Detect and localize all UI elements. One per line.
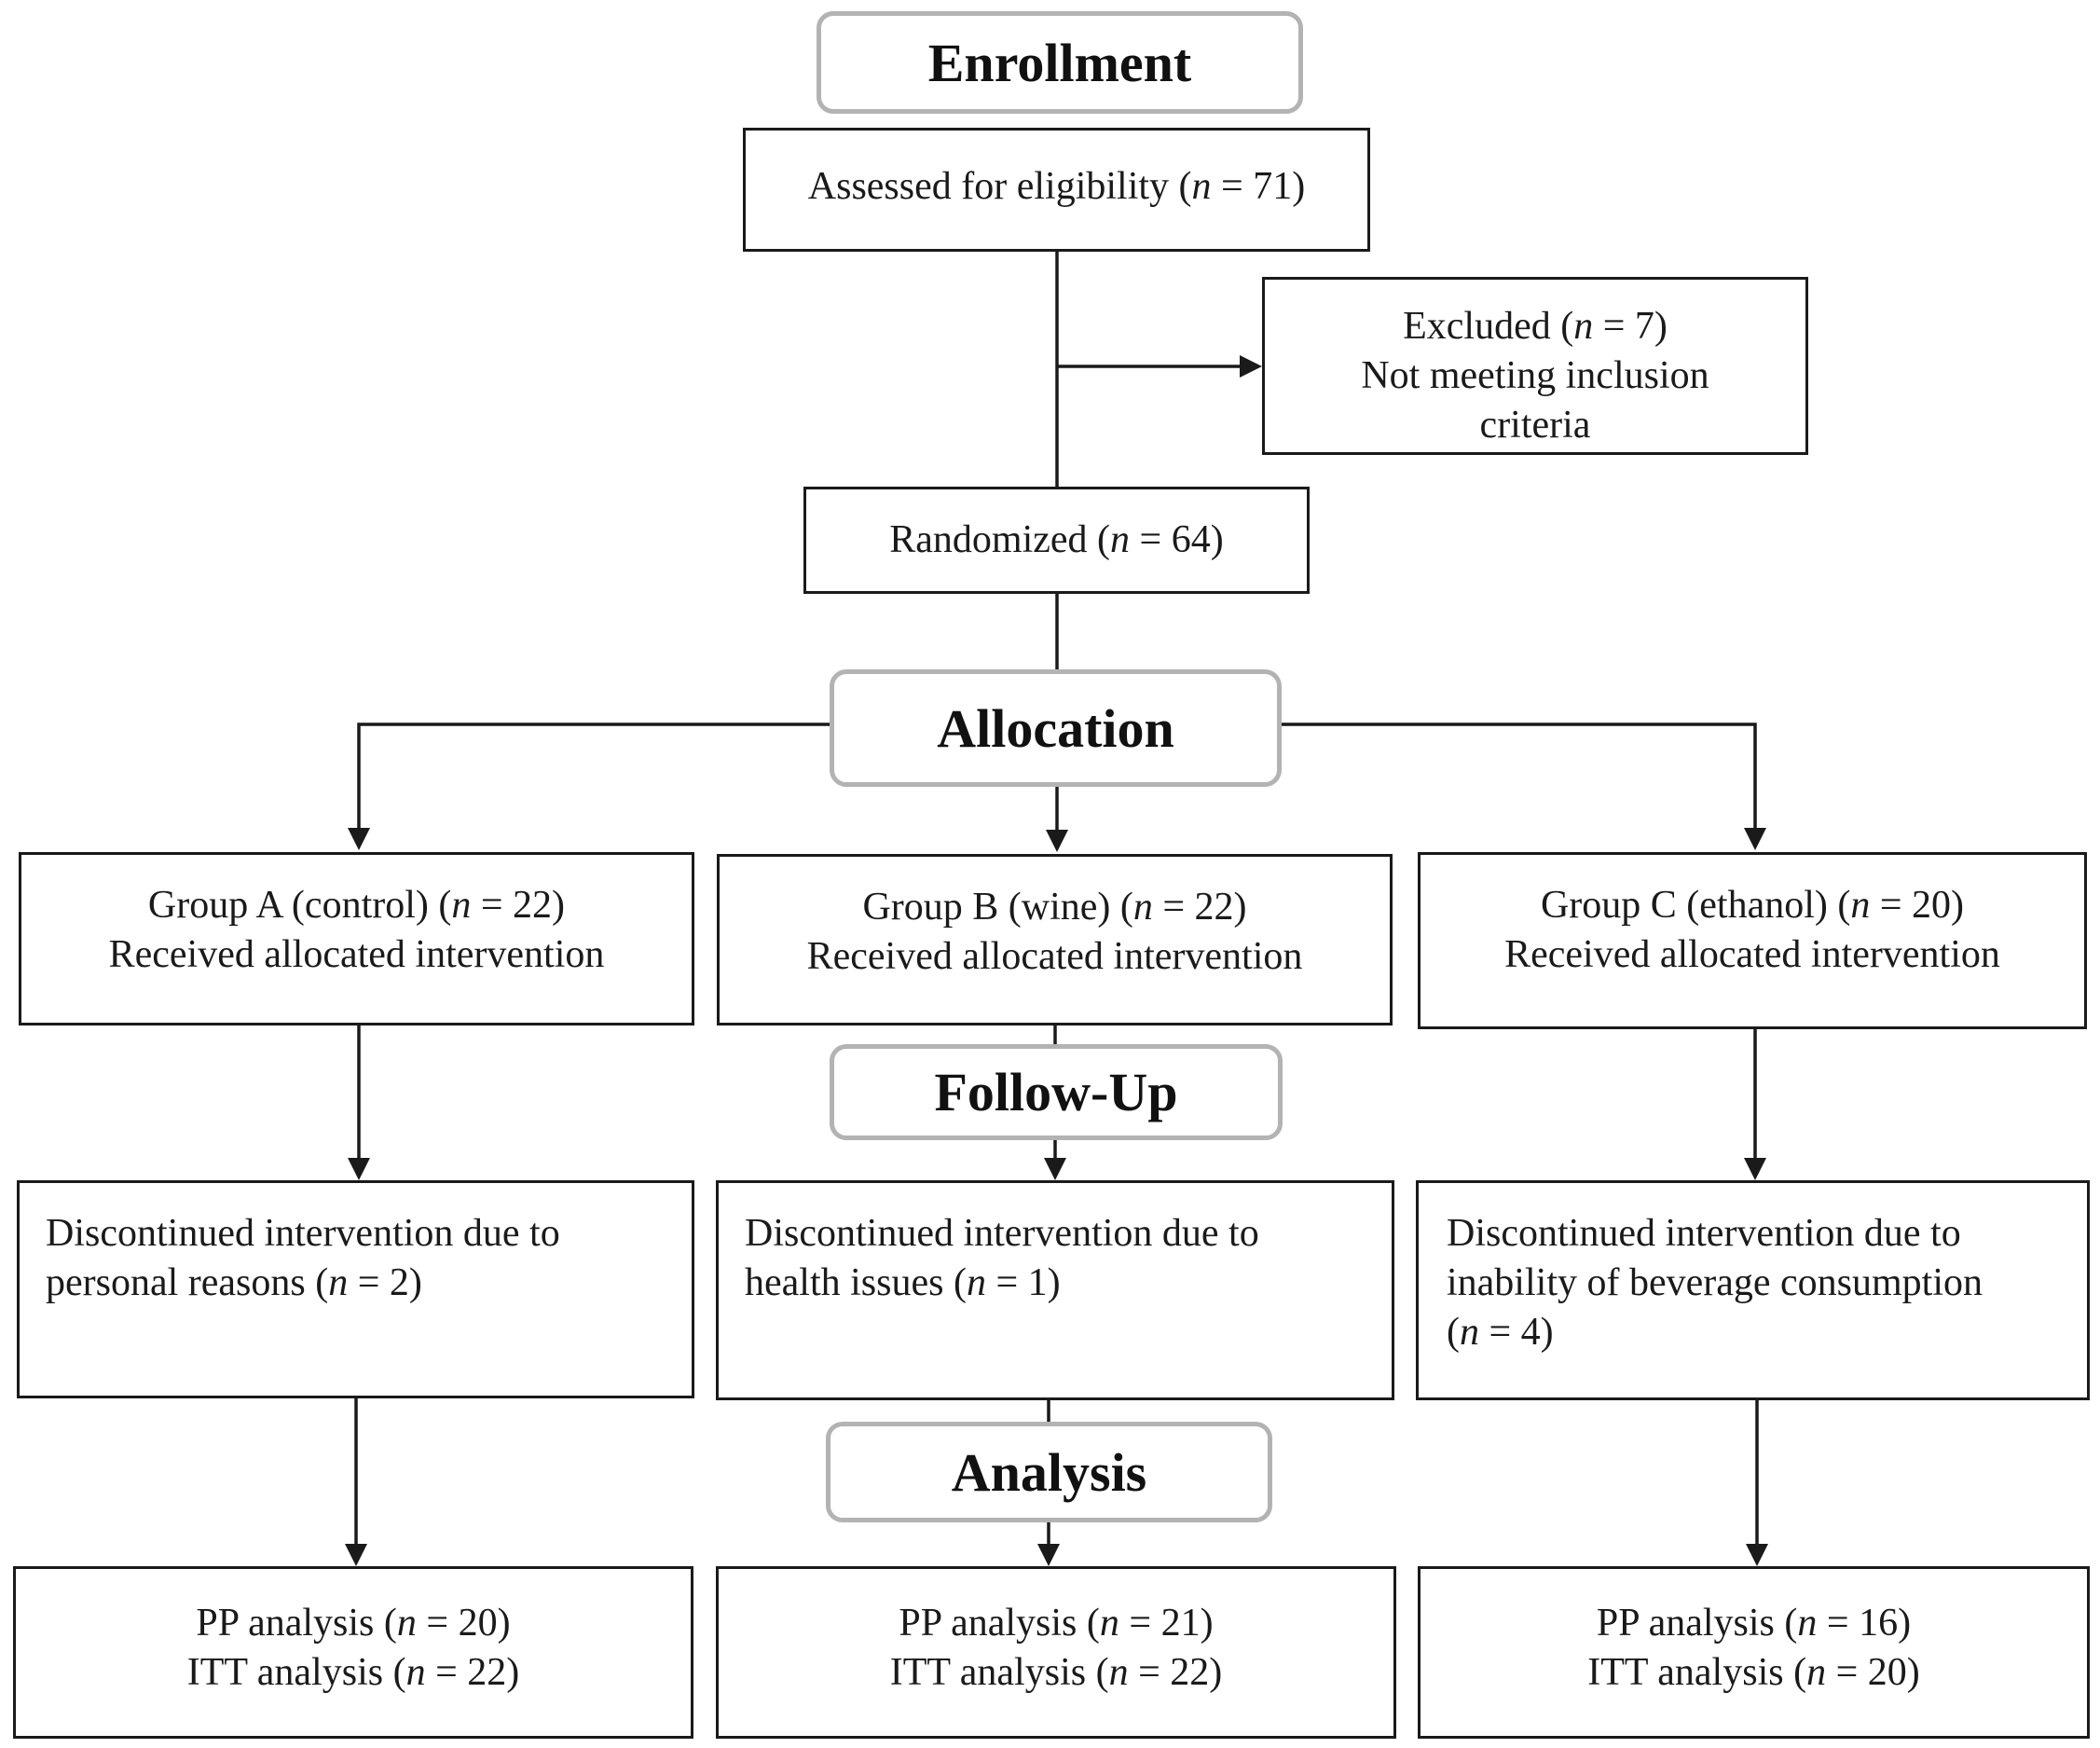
stage-allocation-label: Allocation bbox=[937, 697, 1174, 759]
stage-allocation: Allocation bbox=[830, 669, 1282, 787]
arrow-allocation-group-c bbox=[1282, 723, 1757, 837]
stage-analysis-label: Analysis bbox=[951, 1441, 1147, 1503]
arrowhead-analysis-b bbox=[1037, 1544, 1060, 1566]
stage-analysis: Analysis bbox=[826, 1422, 1272, 1522]
arrowhead-followup-a bbox=[348, 1158, 370, 1180]
group-a-followup-box: Discontinued intervention due to persona… bbox=[17, 1180, 694, 1398]
group-a-allocation-box: Group A (control) (n = 22) Received allo… bbox=[19, 852, 694, 1025]
randomized-text: Randomized (n = 64) bbox=[889, 518, 1224, 561]
group-b-allocation-box: Group B (wine) (n = 22) Received allocat… bbox=[717, 854, 1393, 1025]
stage-enrollment: Enrollment bbox=[817, 11, 1303, 114]
assessed-text: Assessed for eligibility (n = 71) bbox=[807, 165, 1306, 208]
group-b-followup-box: Discontinued intervention due to health … bbox=[716, 1180, 1394, 1400]
group-c-followup-line2: inability of beverage consumption bbox=[1447, 1261, 1983, 1304]
group-a-analysis-box: PP analysis (n = 20) ITT analysis (n = 2… bbox=[13, 1566, 693, 1739]
excluded-count: Excluded (n = 7) bbox=[1403, 305, 1668, 348]
arrowheads bbox=[345, 355, 1768, 1566]
group-c-followup-line3: (n = 4) bbox=[1447, 1311, 1554, 1354]
arrow-allocation-group-a bbox=[357, 723, 830, 837]
group-c-itt: ITT analysis (n = 20) bbox=[1587, 1651, 1920, 1694]
group-b-followup-line1: Discontinued intervention due to bbox=[745, 1212, 1259, 1255]
arrowhead-followup-b bbox=[1044, 1158, 1066, 1180]
arrowhead-group-b bbox=[1046, 830, 1068, 852]
excluded-reason-line2: criteria bbox=[1479, 404, 1591, 447]
stage-follow-up: Follow-Up bbox=[830, 1044, 1283, 1140]
arrowhead-group-a bbox=[348, 828, 370, 850]
group-b-pp: PP analysis (n = 21) bbox=[899, 1602, 1214, 1645]
randomized-box: Randomized (n = 64) bbox=[803, 487, 1310, 594]
group-b-analysis-box: PP analysis (n = 21) ITT analysis (n = 2… bbox=[716, 1566, 1396, 1739]
group-c-pp: PP analysis (n = 16) bbox=[1596, 1602, 1912, 1645]
group-c-label: Group C (ethanol) (n = 20) bbox=[1540, 884, 1965, 927]
arrowhead-followup-c bbox=[1744, 1158, 1766, 1180]
group-a-received: Received allocated intervention bbox=[108, 933, 605, 976]
group-b-label: Group B (wine) (n = 22) bbox=[862, 886, 1247, 929]
group-c-analysis-box: PP analysis (n = 16) ITT analysis (n = 2… bbox=[1418, 1566, 2090, 1739]
arrowhead-excluded bbox=[1240, 355, 1262, 378]
group-b-itt: ITT analysis (n = 22) bbox=[889, 1651, 1223, 1694]
group-a-label: Group A (control) (n = 22) bbox=[147, 884, 566, 927]
arrowhead-analysis-c bbox=[1746, 1544, 1768, 1566]
group-a-followup-line2: personal reasons (n = 2) bbox=[46, 1261, 422, 1304]
group-a-followup-line1: Discontinued intervention due to bbox=[46, 1212, 560, 1255]
excluded-reason-line1: Not meeting inclusion bbox=[1361, 354, 1709, 397]
stage-follow-up-label: Follow-Up bbox=[934, 1062, 1178, 1122]
arrowhead-analysis-a bbox=[345, 1544, 367, 1566]
excluded-box: Excluded (n = 7) Not meeting inclusion c… bbox=[1262, 277, 1808, 455]
assessed-box: Assessed for eligibility (n = 71) bbox=[743, 128, 1370, 252]
group-c-received: Received allocated intervention bbox=[1504, 933, 2000, 976]
stage-enrollment-label: Enrollment bbox=[927, 32, 1192, 93]
group-c-followup-line1: Discontinued intervention due to bbox=[1447, 1212, 1961, 1255]
group-a-pp: PP analysis (n = 20) bbox=[196, 1602, 511, 1645]
group-b-followup-line2: health issues (n = 1) bbox=[745, 1261, 1061, 1304]
group-c-followup-box: Discontinued intervention due to inabili… bbox=[1416, 1180, 2090, 1400]
group-b-received: Received allocated intervention bbox=[806, 935, 1303, 978]
group-a-itt: ITT analysis (n = 22) bbox=[186, 1651, 520, 1694]
group-c-allocation-box: Group C (ethanol) (n = 20) Received allo… bbox=[1418, 852, 2087, 1029]
arrowhead-group-c bbox=[1744, 828, 1766, 850]
